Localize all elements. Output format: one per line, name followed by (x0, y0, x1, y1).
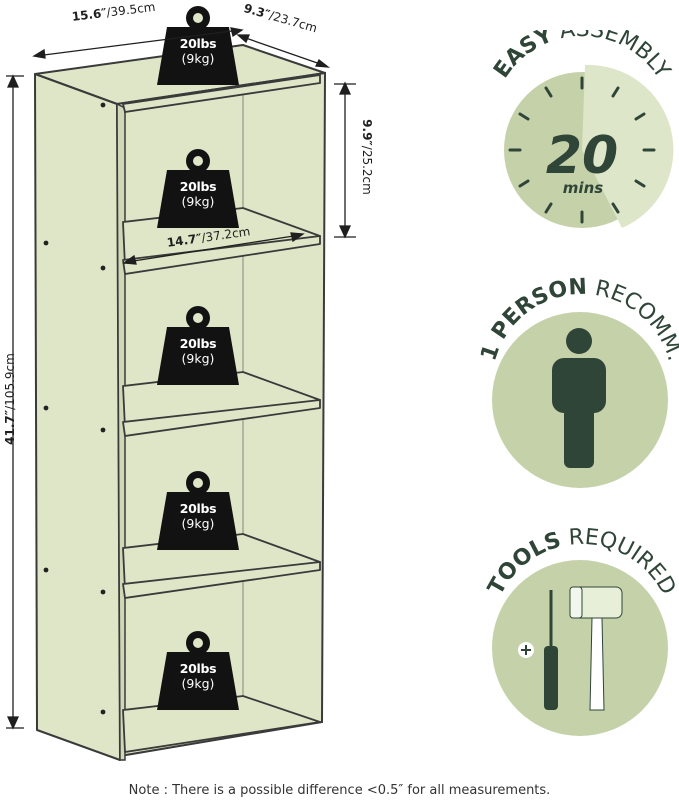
screwdriver-icon (518, 590, 558, 710)
person-icon (552, 328, 606, 468)
weight-label: 20lbs(9kg) (179, 336, 217, 366)
mallet-icon (569, 586, 623, 711)
feature-panel: EASY ASSEMBLY 20 mins 1 PERSON RECOMM. T… (476, 30, 679, 736)
easy-assembly-badge: EASY ASSEMBLY 20 mins (489, 30, 675, 228)
height-dimension-label: 41.7″/105.9cm (3, 353, 17, 445)
weight-label: 20lbs(9kg) (179, 36, 217, 66)
weight-label: 20lbs(9kg) (179, 501, 217, 531)
weight-label: 20lbs(9kg) (179, 179, 217, 209)
measurement-note: Note : There is a possible difference <0… (128, 783, 551, 798)
tools-badge: TOOLS REQUIRED (483, 525, 679, 736)
clock-icon (508, 76, 656, 224)
one-person-badge: 1 PERSON RECOMM. (476, 275, 679, 488)
shelf-height-dimension-label: 9.9″/25.2cm (360, 119, 374, 195)
assembly-unit: mins (563, 179, 603, 197)
assembly-minutes: 20 (546, 126, 618, 186)
weight-label: 20lbs(9kg) (179, 661, 217, 691)
